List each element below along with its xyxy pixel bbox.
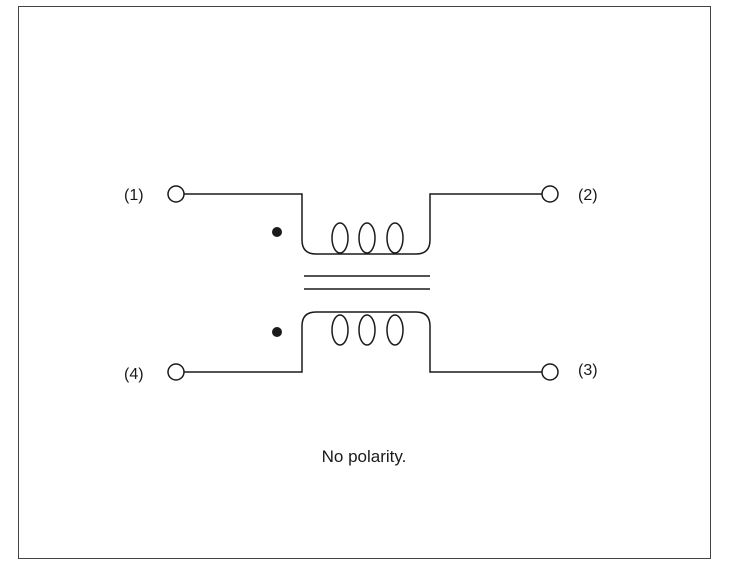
terminal-3-label: (3) xyxy=(578,362,598,379)
polarity-dot-bottom xyxy=(272,327,282,337)
bottom-winding-wire xyxy=(184,311,542,373)
terminal-1-label: (1) xyxy=(124,187,144,204)
terminal-4-label: (4) xyxy=(124,366,144,383)
terminal-1-circle xyxy=(167,185,185,203)
terminal-2-circle xyxy=(541,185,559,203)
top-coil-loop xyxy=(331,222,349,254)
terminal-3-circle xyxy=(541,363,559,381)
terminal-2-label: (2) xyxy=(578,187,598,204)
bottom-coil-loop xyxy=(386,314,404,346)
bottom-coil-loop xyxy=(358,314,376,346)
diagram-frame xyxy=(18,6,711,559)
polarity-dot-top xyxy=(272,227,282,237)
terminal-4-circle xyxy=(167,363,185,381)
top-coil-loop xyxy=(386,222,404,254)
caption-text: No polarity. xyxy=(322,447,407,466)
bottom-coil-loop xyxy=(331,314,349,346)
top-winding-wire xyxy=(184,193,542,255)
top-coil-loop xyxy=(358,222,376,254)
